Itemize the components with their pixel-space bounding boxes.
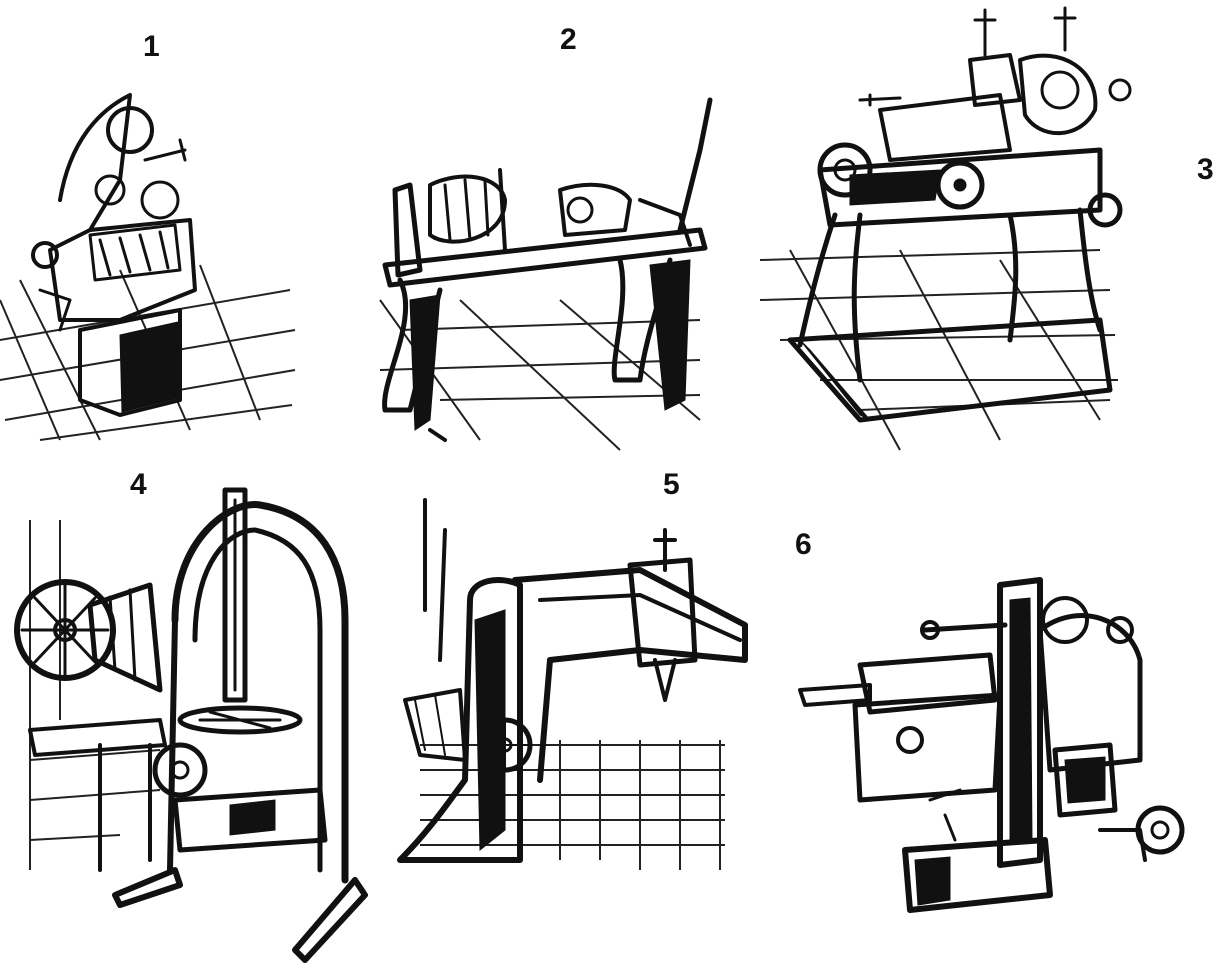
machine-3-drawing	[759, 6, 1132, 451]
machine-5-drawing	[397, 498, 748, 870]
machine-6-drawing	[798, 577, 1185, 913]
machine-5-floor-grid	[420, 740, 725, 870]
label-4: 4	[130, 468, 147, 501]
label-2: 2	[560, 23, 577, 56]
machine-4-drawing	[14, 487, 368, 963]
label-3: 3	[1197, 153, 1214, 186]
machine-2-drawing	[379, 97, 713, 451]
machine-1-drawing	[0, 93, 296, 441]
label-5: 5	[663, 468, 680, 501]
label-1: 1	[143, 30, 160, 63]
machine-4-floor-grid	[29, 520, 161, 870]
label-6: 6	[795, 528, 812, 561]
